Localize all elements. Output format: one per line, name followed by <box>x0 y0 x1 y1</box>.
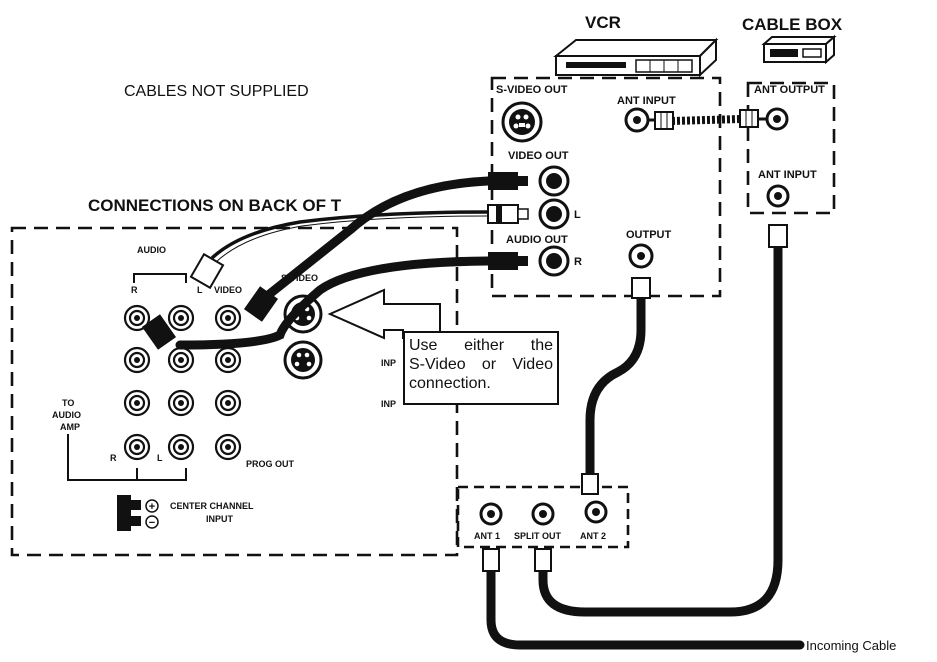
cable-vcr-output-to-ant2 <box>581 277 651 495</box>
splitter-ant2-label: ANT 2 <box>580 531 606 541</box>
cable-s-video <box>243 286 279 322</box>
vcr-ant-input-jack <box>624 107 650 133</box>
tv-audio-bracket <box>133 273 187 283</box>
to-audio-amp-label-2: AUDIO <box>52 410 81 420</box>
callout-note: Use either the S-Video or Video connecti… <box>403 331 559 405</box>
vcr-ant-input-label: ANT INPUT <box>617 95 676 107</box>
tv-s-video-jack-2 <box>283 340 323 380</box>
vcr-audio-l-jack <box>538 198 570 230</box>
tv-jack-row2-l <box>167 346 195 374</box>
vcr-video-out-jack <box>538 165 570 197</box>
tv-jack-row3-l <box>167 389 195 417</box>
cable-audio-l <box>189 204 529 290</box>
vcr-device-illustration <box>553 37 719 78</box>
vcr-output-jack <box>628 243 654 269</box>
cables-not-supplied-label: CABLES NOT SUPPLIED <box>124 83 309 100</box>
vcr-title: VCR <box>585 13 621 32</box>
cable-video <box>257 172 528 305</box>
tv-jack-row1-l <box>167 304 195 332</box>
prog-out-label: PROG OUT <box>246 459 295 469</box>
tv-jack-row4-prog <box>214 433 242 461</box>
callout-line-1: Use either the <box>409 337 553 354</box>
tv-input-label-2: INP <box>381 399 396 409</box>
ant-cable-vcr-to-box <box>649 109 766 130</box>
to-audio-amp-label-1: TO <box>62 398 74 408</box>
tv-input-label-1: INP <box>381 358 396 368</box>
minus-icon: − <box>149 517 155 529</box>
cable-box-input-to-split-out <box>534 224 788 617</box>
vcr-s-video-out-label: S-VIDEO OUT <box>496 84 568 96</box>
vcr-audio-l-label: L <box>574 209 581 221</box>
cable-box-device-illustration <box>761 34 837 65</box>
tv-jack-row4-r <box>123 433 151 461</box>
cable-box-ant-input-label: ANT INPUT <box>758 169 817 181</box>
tv-jack-grid <box>123 304 242 461</box>
vcr-audio-out-label: AUDIO OUT <box>506 234 568 246</box>
plus-icon: + <box>149 501 155 513</box>
audio-amp-l-label: L <box>157 453 163 463</box>
tv-jack-row3-r <box>123 389 151 417</box>
cable-box-ant-output-jack <box>765 107 789 131</box>
tv-jack-row3-video <box>214 389 242 417</box>
tv-jack-row1-video <box>214 304 242 332</box>
audio-amp-r-label: R <box>110 453 117 463</box>
tv-audio-label: AUDIO <box>137 245 166 255</box>
connections-on-back-title: CONNECTIONS ON BACK OF T <box>88 196 342 215</box>
cable-box-panel-box <box>746 81 836 215</box>
splitter-ant2-jack <box>584 500 608 524</box>
center-channel-label: CENTER CHANNEL <box>170 501 254 511</box>
vcr-output-label: OUTPUT <box>626 229 672 241</box>
center-channel-terminal <box>117 495 159 531</box>
splitter-split-out-jack <box>531 502 555 526</box>
cable-audio-r <box>141 252 528 350</box>
tv-audio-r-label: R <box>131 285 138 295</box>
callout-line-2: S-Video or Video <box>409 356 553 373</box>
tv-back-panel-box <box>10 226 459 557</box>
vcr-audio-r-jack <box>538 245 570 277</box>
tv-jack-row4-l <box>167 433 195 461</box>
incoming-cable-label: Incoming Cable <box>806 638 896 653</box>
splitter-box <box>456 485 630 549</box>
cable-incoming-to-ant1 <box>482 548 805 650</box>
cable-box-title: CABLE BOX <box>742 15 843 34</box>
cable-box-ant-output-label: ANT OUTPUT <box>754 84 825 96</box>
tv-audio-l-label: L <box>197 285 203 295</box>
cable-box-ant-input-jack <box>766 184 790 208</box>
splitter-ant1-jack <box>479 502 503 526</box>
vcr-video-out-label: VIDEO OUT <box>508 150 569 162</box>
tv-jack-row2-video <box>214 346 242 374</box>
to-audio-amp-label-3: AMP <box>60 422 80 432</box>
tv-video-label: VIDEO <box>214 285 242 295</box>
vcr-audio-r-label: R <box>574 256 582 268</box>
splitter-ant1-label: ANT 1 <box>474 531 500 541</box>
splitter-split-out-label: SPLIT OUT <box>514 531 562 541</box>
tv-jack-row1-r <box>123 304 151 332</box>
callout-line-3: connection. <box>409 375 491 392</box>
center-channel-input-label: INPUT <box>206 514 234 524</box>
tv-jack-row2-r <box>123 346 151 374</box>
audio-amp-bracket <box>67 434 187 481</box>
tv-s-video-label: S-VIDEO <box>281 273 318 283</box>
vcr-s-video-out-jack <box>501 101 543 143</box>
